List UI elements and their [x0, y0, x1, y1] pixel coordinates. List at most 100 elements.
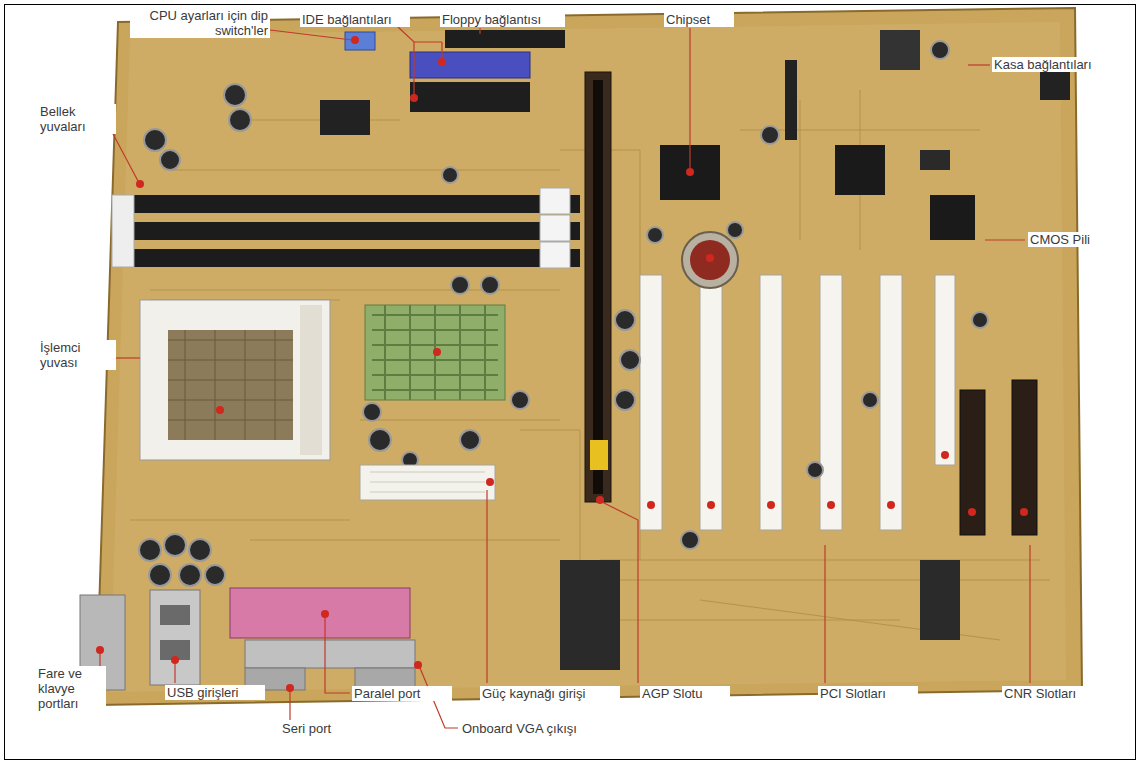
callout-dots-part	[171, 656, 179, 664]
part-label: Chipset	[664, 12, 734, 27]
leader-lines-part	[968, 64, 990, 65]
part-label: Onboard VGA çıkışı	[460, 721, 600, 736]
part-label: USB girişleri	[165, 685, 265, 700]
drive-connectors	[345, 30, 565, 112]
board-part	[110, 22, 1066, 692]
power-connector	[360, 465, 495, 500]
io-ports-part	[150, 590, 200, 685]
capacitors-part	[761, 126, 779, 144]
leader-lines-part	[985, 239, 1025, 240]
agp-slot-part	[590, 440, 608, 470]
capacitors-part	[620, 350, 640, 370]
capacitors-part	[229, 109, 251, 131]
callout-dots-part	[216, 406, 224, 414]
capacitors-part	[481, 276, 499, 294]
leader-lines-part	[112, 357, 140, 358]
part-label: Floppy bağlantısı	[440, 12, 565, 27]
leader-lines	[100, 27, 1030, 728]
cmos-battery-part	[682, 232, 738, 288]
capacitors-part	[164, 534, 186, 556]
leader-lines-part	[602, 502, 638, 683]
io-ports-part	[245, 640, 415, 668]
leader-lines-part	[289, 690, 290, 720]
part-label: CNR Slotları	[1002, 686, 1107, 701]
leader-lines-part	[1029, 545, 1030, 683]
drive-connectors-part	[410, 82, 530, 112]
callout-dots-part	[351, 36, 359, 44]
pci-slots-part	[820, 275, 842, 530]
cnr-slots	[960, 380, 1037, 535]
callout-dots-part	[1020, 508, 1028, 516]
agp-slot	[585, 72, 611, 502]
heatsink-part	[365, 305, 505, 400]
capacitors-part	[160, 150, 180, 170]
capacitors-part	[363, 403, 381, 421]
power-connector-part	[370, 472, 485, 492]
callout-dots-part	[286, 684, 294, 692]
capacitors-part	[931, 41, 949, 59]
capacitors-part	[862, 392, 878, 408]
board-part	[96, 8, 1082, 705]
capacitors-part	[149, 564, 171, 586]
cpu-socket	[140, 300, 330, 460]
chips-part	[880, 30, 920, 70]
capacitors-part	[451, 276, 469, 294]
pci-slots-part	[760, 275, 782, 530]
capacitors-part	[189, 539, 211, 561]
memory-slots-part	[112, 195, 134, 267]
capacitors-part	[727, 222, 743, 238]
callout-dots-part	[596, 496, 604, 504]
pci-slots-part	[640, 275, 662, 530]
memory-slots-part	[130, 249, 580, 267]
cmos-battery	[682, 232, 738, 288]
chips-part	[835, 145, 885, 195]
cpu-socket-part	[140, 300, 330, 460]
drive-connectors-part	[410, 52, 530, 78]
pci-slots-part	[935, 275, 955, 465]
callout-dots-part	[941, 451, 949, 459]
leader-lines-part	[486, 490, 487, 683]
callout-dots-part	[410, 94, 418, 102]
callout-dots-part	[707, 501, 715, 509]
callout-dots-part	[767, 501, 775, 509]
agp-slot-part	[585, 72, 611, 502]
part-label: Güç kaynağı girişi	[480, 686, 620, 701]
part-label: İşlemci yuvası	[38, 340, 116, 370]
capacitors-part	[681, 531, 699, 549]
callout-dots-part	[968, 508, 976, 516]
heatsink	[365, 305, 505, 400]
part-label: CMOS Pili	[1028, 232, 1118, 247]
capacitors-part	[179, 564, 201, 586]
leader-lines-part	[824, 545, 825, 683]
frame	[5, 5, 1136, 760]
callout-dots-part	[414, 661, 422, 669]
heatsink-part	[372, 305, 498, 400]
drive-connectors-part	[345, 32, 375, 50]
capacitors-part	[369, 429, 391, 451]
chips	[320, 30, 1070, 670]
cnr-slots-part	[1012, 380, 1037, 535]
power-connector-part	[360, 465, 495, 500]
memory-slots-part	[130, 222, 580, 240]
capacitors-part	[807, 462, 823, 478]
part-label: IDE bağlantıları	[300, 12, 410, 27]
pci-slots	[640, 275, 955, 530]
capacitors	[139, 41, 988, 586]
cpu-socket-part	[168, 330, 293, 440]
callout-dots-part	[647, 501, 655, 509]
leader-lines-part	[174, 662, 175, 683]
memory-slots	[112, 188, 580, 268]
cmos-battery-part	[690, 240, 730, 280]
callout-dots-part	[706, 254, 714, 262]
memory-slots-part	[130, 195, 580, 213]
io-ports-part	[160, 605, 190, 625]
part-label: PCI Slotları	[818, 686, 918, 701]
leader-lines-part	[479, 28, 480, 34]
callout-dots-part	[96, 646, 104, 654]
chips-part	[785, 60, 797, 140]
chips-part	[320, 100, 370, 135]
io-ports	[80, 588, 415, 690]
leader-lines-part	[689, 28, 690, 168]
io-ports-part	[230, 588, 410, 638]
memory-slots-part	[540, 215, 570, 241]
